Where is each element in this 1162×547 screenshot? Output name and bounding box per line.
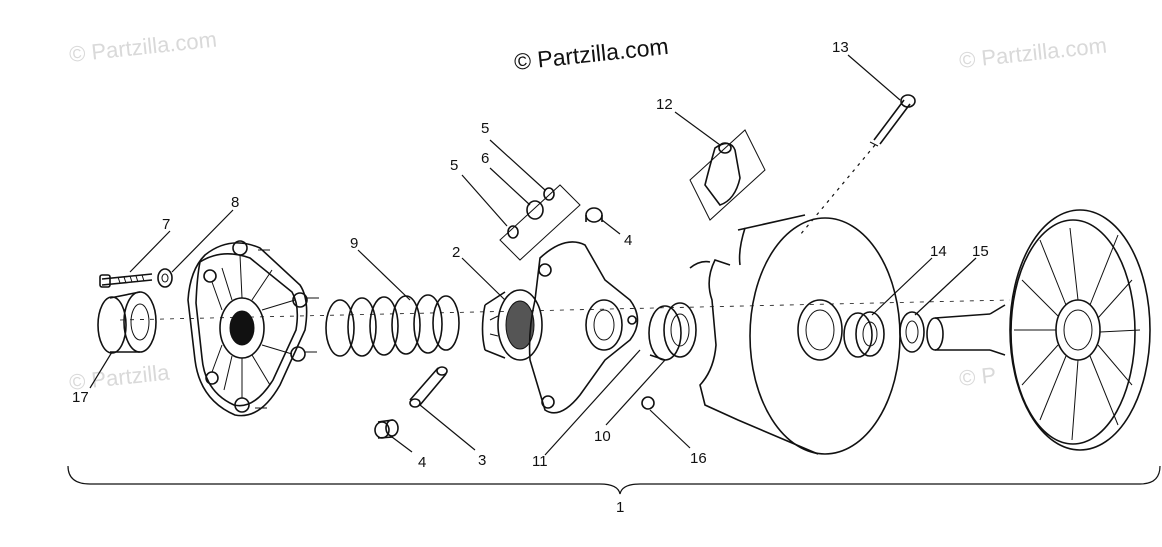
part-7-bolt[interactable] [99,273,153,288]
part-spider[interactable] [528,241,639,414]
leader-13 [847,54,901,101]
leader-11 [544,349,641,456]
part-4-roller-lower[interactable] [374,419,399,439]
part-10-11-bushing[interactable] [648,302,697,361]
leader-3 [419,404,476,451]
callout-12: 12 [656,96,673,113]
assembly-brace [67,465,1161,495]
leader-5-right [489,139,546,191]
callout-13: 13 [832,39,849,56]
watermark-mid-right: © P [958,362,997,391]
callout-9: 9 [350,235,358,252]
leader-9 [357,249,411,301]
callout-15: 15 [972,243,989,260]
part-movable-sheave[interactable] [689,214,901,455]
callout-8: 8 [231,194,239,211]
leader-14 [871,257,933,316]
leader-4-upper [601,219,621,235]
part-15-washer[interactable] [899,311,925,353]
part-2-hub[interactable] [481,289,543,361]
callout-11: 11 [532,453,548,470]
callout-2: 2 [452,244,460,261]
leader-4-lower [391,436,413,453]
callout-7: 7 [162,216,170,233]
part-16-roller[interactable] [641,396,655,410]
watermark-top-left: © Partzilla.com [68,27,218,67]
part-12-cam-arm[interactable] [689,129,766,221]
part-14-ring[interactable] [843,311,885,358]
watermark-top-right: © Partzilla.com [958,33,1108,73]
callout-5-right: 5 [481,120,489,137]
leader-15 [914,257,977,316]
leader-16 [649,409,691,449]
callout-10: 10 [594,428,611,445]
part-17-bushing[interactable] [97,291,157,354]
leader-10 [605,359,666,426]
part-5-6-roller-set[interactable] [499,184,581,261]
leader-17 [89,351,113,389]
callout-3: 3 [478,452,486,469]
leader-12 [674,111,721,146]
callout-1: 1 [616,499,624,516]
callout-14: 14 [930,243,947,260]
callout-17: 17 [72,389,89,406]
part-fixed-sheave[interactable] [926,209,1151,451]
leader-5-left [461,174,508,227]
leader-8 [171,209,234,273]
part-3-pin[interactable] [409,366,448,408]
callout-6: 6 [481,150,489,167]
callout-4-upper: 4 [624,232,632,249]
part-8-washer[interactable] [157,268,173,288]
callout-5-left: 5 [450,157,458,174]
part-9-spring[interactable] [325,294,460,357]
part-4-roller-upper[interactable] [585,207,603,223]
leader-7 [129,230,171,273]
callout-4-lower: 4 [418,454,426,471]
part-cover-plate[interactable] [187,240,319,417]
callout-16: 16 [690,450,707,467]
watermark-main: © Partzilla.com [513,33,670,75]
assembly-axis [119,299,1011,321]
leader-6 [489,167,531,206]
leader-2 [461,257,506,301]
part-13-bolt[interactable] [799,94,916,236]
